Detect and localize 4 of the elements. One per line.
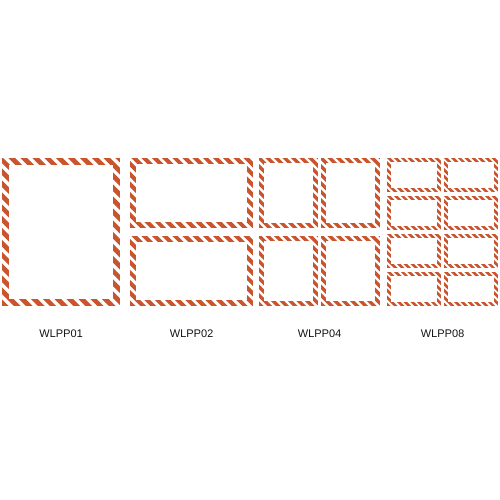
sheet-code: WLPP01 (39, 328, 83, 340)
sheet-code: WLPP04 (298, 328, 342, 340)
sheet-code: WLPP02 (170, 328, 214, 340)
sheet-code: WLPP08 (420, 328, 464, 340)
